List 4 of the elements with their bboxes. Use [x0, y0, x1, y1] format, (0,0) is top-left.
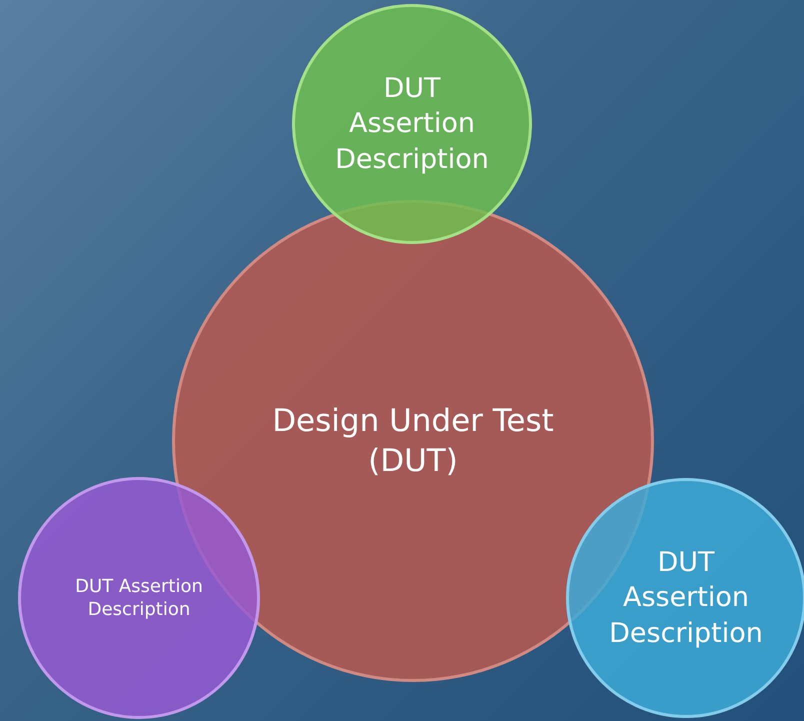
node-label: DUT Assertion Description — [334, 72, 490, 177]
node-label: DUT Assertion Description — [74, 574, 204, 622]
node-label: DUT Assertion Description — [608, 546, 764, 651]
node-label: Design Under Test (DUT) — [271, 402, 555, 481]
